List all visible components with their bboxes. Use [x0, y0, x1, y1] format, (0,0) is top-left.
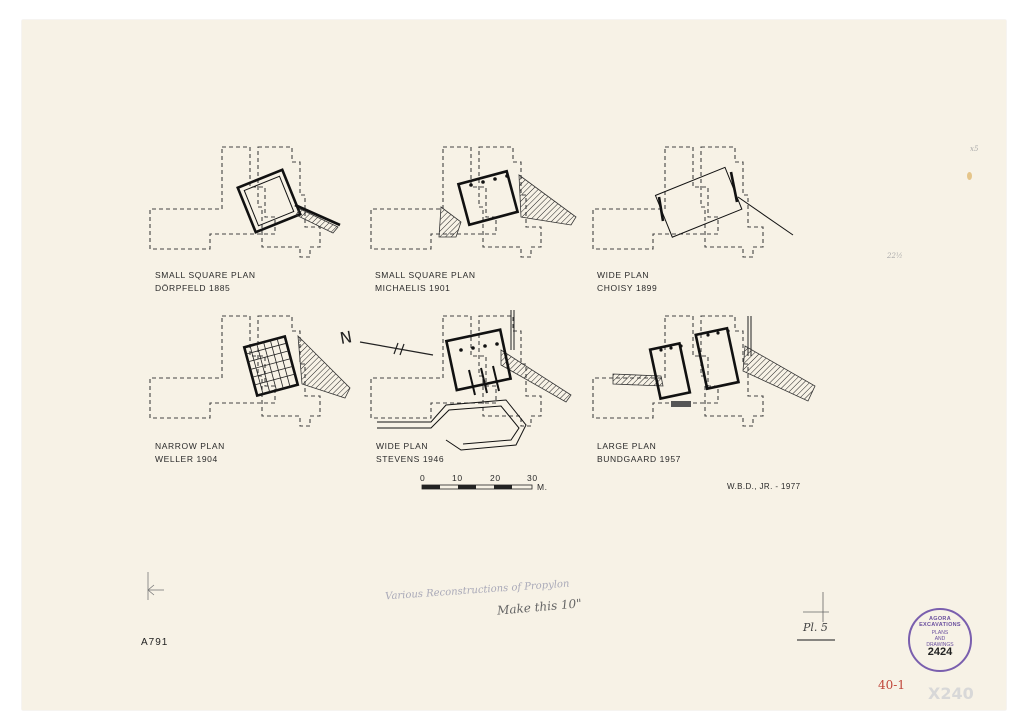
scale-tick: 0 — [420, 473, 426, 483]
plan-author: DÖRPFELD 1885 — [155, 283, 231, 293]
plan-author: BUNDGAARD 1957 — [597, 454, 681, 464]
plan-weller — [149, 315, 351, 427]
plan-author: WELLER 1904 — [155, 454, 218, 464]
scale-bar — [421, 484, 533, 490]
scale-tick: 10 — [452, 473, 463, 483]
plan-title: NARROW PLAN — [155, 441, 225, 451]
plan-author: MICHAELIS 1901 — [375, 283, 451, 293]
registration-mark — [147, 572, 164, 600]
north-arrow — [359, 341, 434, 356]
red-note-left: 40-1 — [878, 678, 905, 692]
plan-title: SMALL SQUARE PLAN — [155, 270, 256, 280]
plan-author: STEVENS 1946 — [376, 454, 445, 464]
paper-stain — [967, 172, 972, 180]
plan-stevens — [370, 310, 572, 451]
margin-mark-b: x5 — [970, 145, 979, 153]
scale-tick: 30 — [527, 473, 538, 483]
sheet-id: A791 — [141, 637, 169, 648]
scale-tick: 20 — [490, 473, 501, 483]
stamp-text: AGORA EXCAVATIONS — [919, 616, 961, 628]
plan-title: SMALL SQUARE PLAN — [375, 270, 476, 280]
plan-michaelis — [370, 146, 577, 258]
plan-dorpfeld — [149, 146, 341, 258]
plan-author: CHOISY 1899 — [597, 283, 658, 293]
plan-choisy — [592, 146, 794, 258]
red-note-right: X240 — [928, 684, 974, 703]
plan-title: WIDE PLAN — [376, 441, 429, 451]
stamp-number: 2424 — [927, 646, 953, 658]
plan-bundgaard — [592, 315, 816, 427]
margin-mark-a: 22½ — [887, 252, 903, 260]
draftsman-signature: W.B.D., JR. - 1977 — [727, 482, 801, 491]
plate-note: Pl. 5 — [803, 621, 828, 634]
scale-unit: M. — [537, 482, 548, 492]
plan-title: WIDE PLAN — [597, 270, 650, 280]
plan-title: LARGE PLAN — [597, 441, 657, 451]
plate-mark — [797, 592, 835, 641]
